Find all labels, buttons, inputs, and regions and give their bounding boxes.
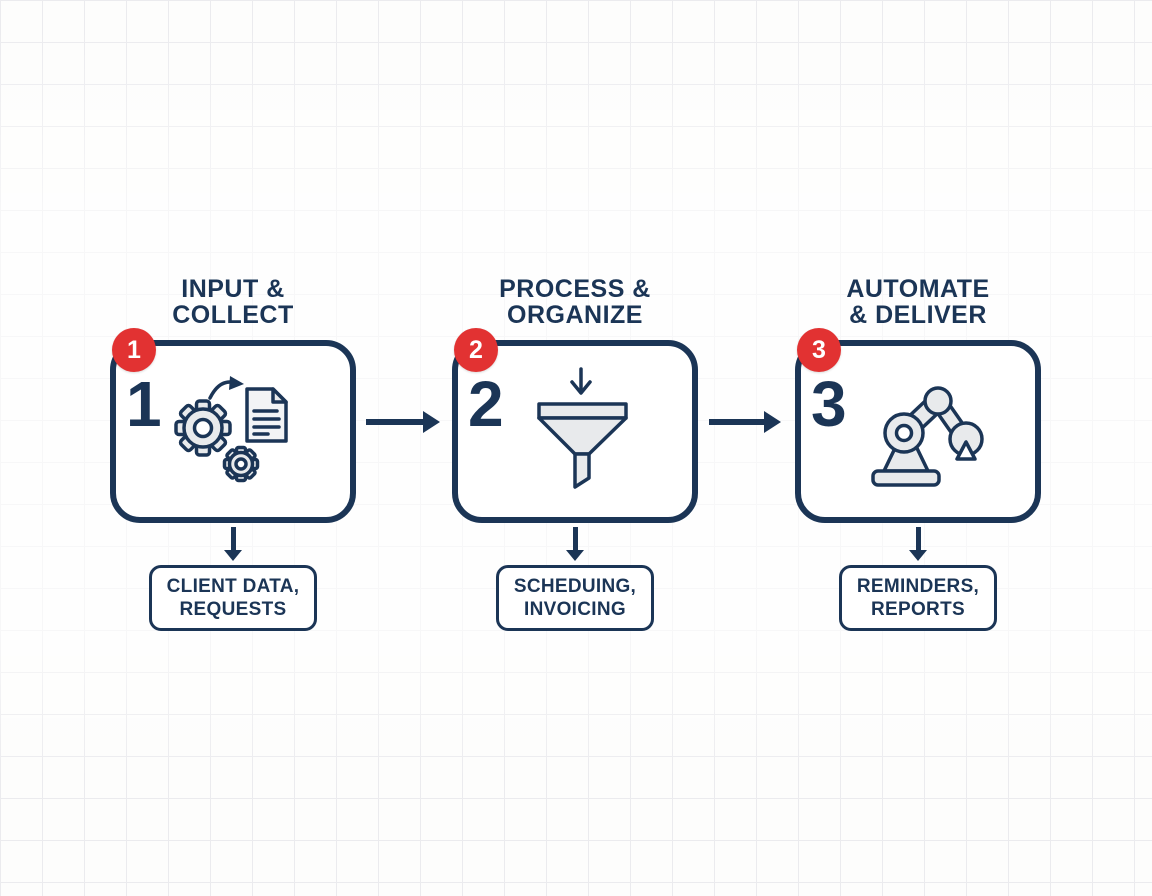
arrow-down-icon [795, 527, 1041, 561]
gears-document-icon [174, 376, 288, 483]
funnel-icon [537, 367, 628, 489]
step-1-title-line2: COLLECT [172, 301, 294, 329]
step-3-badge: 3 [797, 328, 841, 372]
step-2-title-line1: PROCESS & [499, 275, 651, 303]
arrow-down-icon [110, 527, 356, 561]
step-2-badge: 2 [454, 328, 498, 372]
step-2-column: PROCESS & ORGANIZE 2 2 SCHEDUING, INVOIC… [452, 276, 698, 631]
step-3-output-line2: REPORTS [871, 599, 965, 620]
arrow-right-icon [709, 408, 781, 436]
step-3-number: 3 [811, 368, 847, 440]
arrow-down-icon [452, 527, 698, 561]
arrow-right-icon [366, 408, 440, 436]
step-3-output-label: REMINDERS, REPORTS [838, 565, 998, 631]
step-1-output-line1: CLIENT DATA, [166, 576, 300, 597]
step-2-box: 2 2 [452, 328, 698, 523]
step-2-output-label: SCHEDUING, INVOICING [495, 565, 655, 631]
step-3-output-line1: REMINDERS, [856, 576, 980, 597]
step-1-output-line2: REQUESTS [179, 599, 287, 620]
step-3-box: 3 3 [795, 328, 1041, 523]
step-2-title-line2: ORGANIZE [507, 301, 643, 329]
step-1-number: 1 [126, 368, 162, 440]
step-3-title-line1: AUTOMATE [846, 275, 990, 303]
step-2-title: PROCESS & ORGANIZE [452, 276, 698, 328]
step-2-output-line1: SCHEDUING, [513, 576, 637, 597]
step-2-number: 2 [468, 368, 504, 440]
step-1-box: 1 1 [110, 328, 356, 523]
step-1-title: INPUT & COLLECT [110, 276, 356, 328]
step-1-column: INPUT & COLLECT 1 1 [110, 276, 356, 631]
step-1-output-label: CLIENT DATA, REQUESTS [148, 565, 318, 631]
step-1-badge: 1 [112, 328, 156, 372]
step-3-column: AUTOMATE & DELIVER 3 3 [795, 276, 1041, 631]
step-3-title-line2: & DELIVER [849, 301, 987, 329]
step-3-title: AUTOMATE & DELIVER [795, 276, 1041, 328]
step-2-output-line2: INVOICING [524, 599, 626, 620]
robot-arm-icon [871, 386, 984, 487]
step-1-title-line1: INPUT & [181, 275, 285, 303]
